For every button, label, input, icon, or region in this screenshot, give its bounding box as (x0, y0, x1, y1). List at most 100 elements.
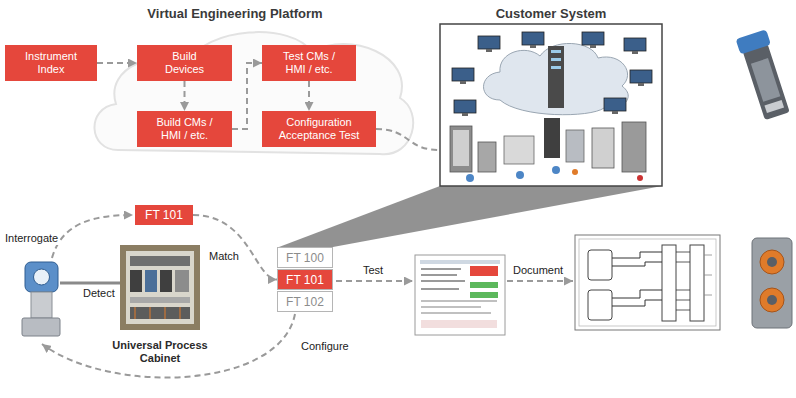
test-sheet (415, 255, 505, 335)
customer-system-picture (504, 136, 534, 164)
cabinet-photo (175, 270, 189, 292)
test-sheet (470, 282, 498, 288)
cabinet-photo (130, 256, 190, 266)
test-line (336, 281, 413, 282)
cabinet-photo (130, 307, 190, 319)
dashed-connector (308, 81, 310, 111)
customer-system-picture (544, 118, 560, 158)
cabinet-photo (145, 270, 157, 292)
test-sheet (421, 274, 457, 276)
platform-group: Virtual Engineering PlatformInstrument I… (0, 0, 420, 160)
customer-system-picture (551, 58, 561, 61)
customer-system-picture (612, 111, 618, 114)
customer-system-picture (450, 126, 472, 172)
wiring-drawing (612, 252, 662, 306)
test-sheet (470, 266, 498, 276)
customer-system-picture (572, 169, 578, 175)
wiring-drawing (676, 252, 690, 310)
configure-line (42, 314, 295, 378)
process-box: Configuration Acceptance Test (262, 111, 376, 147)
customer-system-picture (453, 130, 469, 166)
customer-system-picture (460, 81, 466, 84)
tag-box: FT 101 (135, 205, 193, 225)
cabinet-photo (165, 307, 166, 319)
customer-system: Customer System (440, 4, 662, 186)
cabinet-photo (130, 297, 190, 303)
node-text: Instrument Index (16, 50, 86, 76)
dashed-connector (376, 129, 440, 150)
document-line (507, 280, 573, 282)
cabinet-photo (120, 245, 200, 330)
cabinet-photo (120, 245, 200, 330)
cabinet-photo (160, 270, 172, 292)
node-text: Configuration Acceptance Test (269, 116, 369, 142)
customer-system-picture (452, 68, 474, 81)
test-sheet (421, 300, 497, 302)
customer-system-picture (440, 24, 662, 186)
customer-system-picture (624, 38, 646, 51)
cabinet-photo (135, 307, 136, 319)
device-photo-bottom (760, 288, 784, 312)
dashed-connector (193, 215, 277, 280)
customer-system-picture (452, 32, 652, 113)
flow-label: Interrogate (4, 232, 59, 245)
field-transmitter (25, 262, 58, 292)
test-sheet (421, 280, 465, 282)
wiring-drawing (662, 245, 676, 321)
customer-system-picture (630, 70, 652, 83)
process-box: Build CMs / HMI / etc. (137, 111, 232, 147)
field-transmitter (22, 262, 60, 336)
device-photo-bottom (752, 238, 792, 328)
interrogate-line (52, 215, 133, 258)
wiring-drawing (690, 245, 704, 321)
customer-system-picture (551, 50, 561, 53)
customer-system-picture (632, 51, 638, 54)
customer-system-picture (530, 45, 536, 48)
device-photo-bottom (752, 238, 792, 328)
wiring-drawing (575, 235, 720, 330)
field-transmitter (34, 269, 50, 285)
test-sheet (421, 288, 459, 290)
platform-cloud (94, 32, 413, 154)
tag-list-item: FT 102 (277, 291, 333, 312)
wiring-drawing (588, 290, 612, 320)
customer-system-picture (592, 128, 614, 168)
detect-line (60, 283, 120, 284)
node-text: Universal Process Cabinet (105, 339, 215, 365)
device-photo-bottom (767, 295, 777, 305)
customer-system-picture (637, 175, 643, 181)
device-photo-top (743, 44, 790, 121)
cabinet: Universal Process Cabinet (105, 240, 215, 365)
customer-system-picture (582, 32, 604, 45)
cabinet-photo (180, 307, 181, 319)
test-sheet (421, 320, 497, 328)
cabinet-photo (130, 270, 142, 292)
customer-system-picture (454, 100, 476, 113)
device-photo-top (751, 58, 780, 102)
cabinet-photo (126, 251, 194, 324)
customer-system-picture (548, 46, 564, 108)
customer-system-picture (478, 36, 500, 49)
customer-system-picture (604, 98, 626, 111)
wiring-drawing (588, 250, 612, 280)
configure-line (42, 314, 295, 378)
device-photo-top (736, 29, 771, 54)
test-sheet (421, 306, 481, 308)
interrogate-line (52, 215, 133, 258)
test-sheet (421, 312, 491, 314)
process-box: Instrument Index (5, 45, 97, 81)
test-sheet (420, 260, 500, 264)
node-text: FT 101 (286, 273, 324, 287)
dashed-connector (97, 62, 137, 64)
flow-label: Configure (300, 340, 350, 353)
node-text: Test CMs / HMI / etc. (277, 50, 341, 76)
customer-system-picture (478, 142, 496, 172)
customer-system-picture (462, 113, 468, 116)
document-line (507, 281, 573, 282)
flow-label: Document (512, 264, 564, 277)
device-photo-bottom (760, 250, 784, 274)
customer-system-picture (622, 122, 646, 172)
